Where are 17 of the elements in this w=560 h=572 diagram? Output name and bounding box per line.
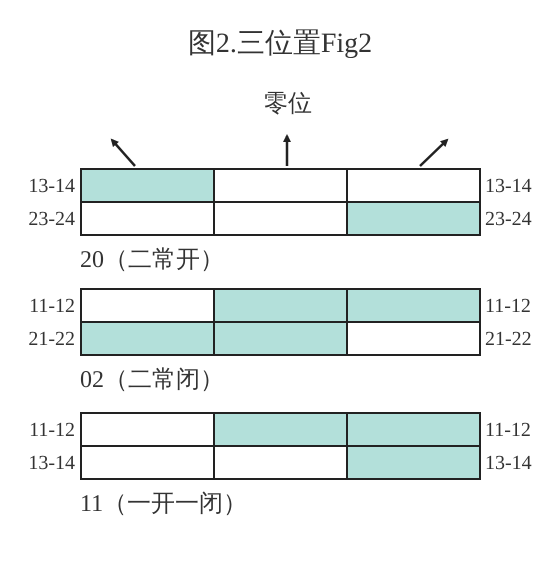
contact-number: 11-12 [29, 296, 75, 316]
contact-number: 11-12 [485, 420, 531, 440]
contact-number: 13-14 [485, 453, 532, 473]
contact-number: 21-22 [485, 329, 532, 349]
contact-number: 13-14 [28, 176, 75, 196]
position-label: 零位 [264, 92, 312, 116]
contact-number: 11-12 [485, 296, 531, 316]
contact-number: 13-14 [485, 176, 532, 196]
contact-number: 23-24 [485, 209, 532, 229]
contact-type-caption: 20（二常开） [80, 248, 224, 272]
contact-number: 21-22 [28, 329, 75, 349]
contact-type-caption: 02（二常闭） [80, 368, 224, 392]
contact-number: 13-14 [28, 453, 75, 473]
contact-number: 11-12 [29, 420, 75, 440]
contact-type-caption: 11（一开一闭） [80, 492, 248, 516]
figure-title: 图2.三位置Fig2 [188, 30, 372, 58]
contact-number: 23-24 [28, 209, 75, 229]
